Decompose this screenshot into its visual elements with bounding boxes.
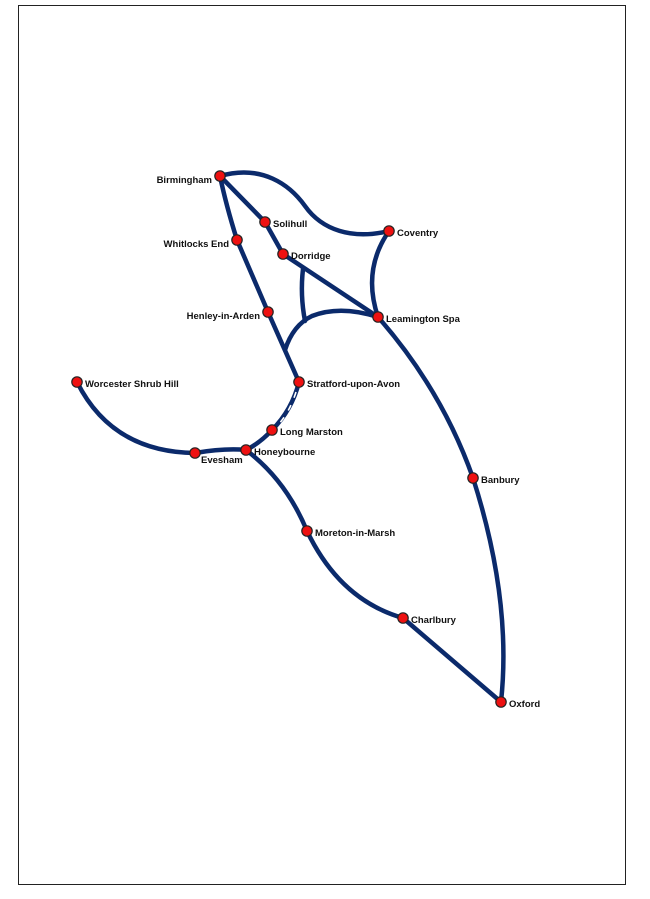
station-marker[interactable] (397, 612, 409, 624)
station-marker[interactable] (301, 525, 313, 537)
station-label: Banbury (481, 475, 520, 486)
station-moreton[interactable]: Moreton-in-Marsh (301, 525, 396, 539)
station-label: Charlbury (411, 615, 457, 626)
line-coventry-leamington (369, 228, 392, 320)
station-label: Whitlocks End (164, 239, 230, 250)
station-marker[interactable] (372, 311, 384, 323)
station-label: Dorridge (291, 251, 331, 262)
station-label: Solihull (273, 219, 307, 230)
line-chord-dorridge (299, 266, 308, 324)
station-stratford[interactable]: Stratford-upon-Avon (293, 376, 400, 390)
station-leamington[interactable]: Leamington Spa (372, 311, 461, 325)
line-leamington-oxford (375, 314, 506, 705)
station-marker[interactable] (293, 376, 305, 388)
station-honeybourne[interactable]: Honeybourne (240, 444, 315, 458)
station-worcester[interactable]: Worcester Shrub Hill (71, 376, 179, 390)
station-label: Worcester Shrub Hill (85, 379, 179, 390)
line-worcester-honeybourne (74, 379, 249, 456)
line-stratford-honeybourne (243, 379, 302, 453)
station-longmarston[interactable]: Long Marston (266, 424, 343, 438)
station-marker[interactable] (189, 447, 201, 459)
station-label: Birmingham (157, 175, 212, 186)
station-solihull[interactable]: Solihull (259, 216, 308, 230)
station-dorridge[interactable]: Dorridge (277, 248, 331, 262)
station-marker[interactable] (240, 444, 252, 456)
map-frame (18, 5, 626, 885)
station-marker[interactable] (214, 170, 226, 182)
station-marker[interactable] (71, 376, 83, 388)
station-label: Oxford (509, 699, 540, 710)
station-label: Honeybourne (254, 447, 315, 458)
station-label: Coventry (397, 228, 439, 239)
station-banbury[interactable]: Banbury (467, 472, 520, 486)
station-marker[interactable] (277, 248, 289, 260)
station-marker[interactable] (262, 306, 274, 318)
station-evesham[interactable]: Evesham (189, 447, 243, 466)
line-birmingham-leamington (217, 173, 381, 320)
station-marker[interactable] (259, 216, 271, 228)
station-birmingham[interactable]: Birmingham (157, 170, 226, 186)
station-label: Leamington Spa (386, 314, 461, 325)
line-honeybourne-oxford (243, 447, 504, 705)
line-chord-leamington (282, 308, 381, 353)
station-henley[interactable]: Henley-in-Arden (187, 306, 274, 322)
station-marker[interactable] (467, 472, 479, 484)
station-label: Henley-in-Arden (187, 311, 261, 322)
line-disused-section (275, 391, 297, 428)
line-birmingham-coventry (217, 170, 392, 237)
station-marker[interactable] (495, 696, 507, 708)
station-marker[interactable] (383, 225, 395, 237)
line-birmingham-stratford (217, 173, 302, 385)
station-label: Long Marston (280, 427, 343, 438)
station-label: Moreton-in-Marsh (315, 528, 395, 539)
station-charlbury[interactable]: Charlbury (397, 612, 457, 626)
station-marker[interactable] (231, 234, 243, 246)
station-coventry[interactable]: Coventry (383, 225, 439, 239)
station-whitlocks[interactable]: Whitlocks End (164, 234, 243, 250)
station-label: Stratford-upon-Avon (307, 379, 400, 390)
station-oxford[interactable]: Oxford (495, 696, 541, 710)
station-marker[interactable] (266, 424, 278, 436)
station-label: Evesham (201, 455, 243, 466)
